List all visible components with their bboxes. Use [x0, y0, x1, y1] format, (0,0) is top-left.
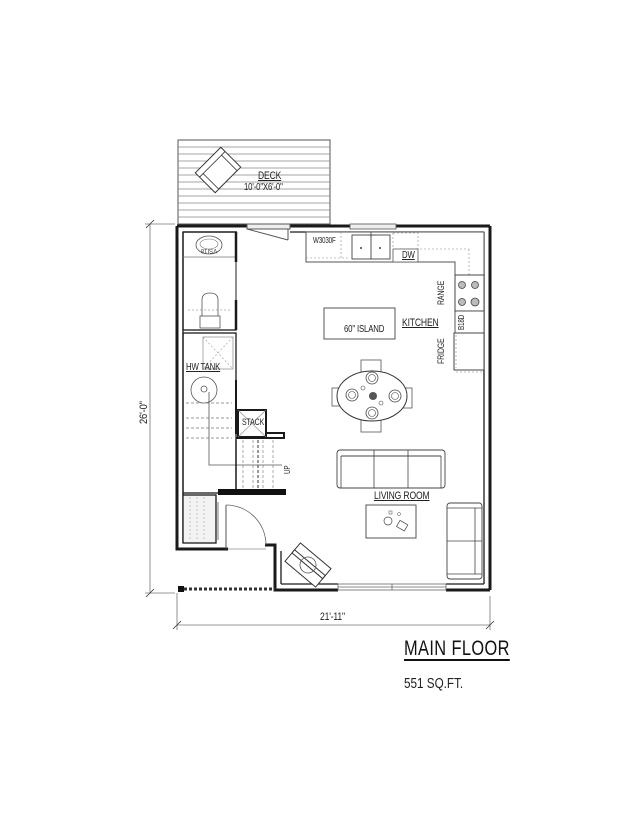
sofa-icon: [336, 449, 446, 489]
kitchen-island: [323, 307, 396, 340]
sliding-door: [337, 583, 447, 591]
entry-closet: [182, 494, 219, 544]
front-step: [178, 586, 275, 592]
deck-label: DECK: [258, 170, 282, 182]
hw-tank-label: HW TANK: [186, 362, 221, 373]
fridge-label: FRIDGE: [436, 338, 446, 364]
coffee-table-icon: [365, 504, 417, 539]
deck-chair-icon: [194, 146, 242, 194]
deck-size: 10'-0"X6'-0": [244, 182, 283, 193]
stack-label: STACK: [242, 417, 265, 427]
stack-icon: [237, 409, 267, 438]
range-icon: [454, 274, 485, 312]
width-dimension: 21'-11": [320, 611, 345, 623]
dimension-lines: [145, 219, 495, 630]
deck: [177, 139, 331, 225]
island-label: 60" ISLAND: [344, 324, 385, 335]
hw-tank-icon: [190, 376, 218, 404]
kitchen-label: KITCHEN: [402, 317, 439, 329]
sink-icon: VSI18: [195, 235, 223, 255]
living-room-label: LIVING ROOM: [374, 490, 430, 502]
window-label: W3030F: [313, 236, 336, 245]
entry-chair-icon: [284, 542, 332, 588]
kitchen-counter: [305, 231, 485, 373]
range-label: RANGE: [436, 280, 446, 305]
kitchen-sink-icon: [351, 232, 391, 260]
svg-text:VSI18: VSI18: [200, 247, 217, 253]
deck-door: [246, 223, 291, 241]
fridge-icon: [453, 332, 485, 373]
plan-area: 551 SQ.FT.: [404, 675, 464, 692]
stair-area: [182, 332, 286, 495]
bathroom: VSI18: [182, 231, 238, 331]
stairs-up-label: UP: [283, 465, 292, 474]
dishwasher-label: DW: [402, 250, 415, 261]
toilet-icon: [188, 292, 232, 329]
dining-table-icon: [331, 359, 413, 433]
cabinet-label: B18D: [457, 315, 466, 330]
loveseat-icon: [446, 502, 483, 580]
height-dimension: 26'-0": [138, 401, 150, 424]
kitchen-window: [349, 223, 397, 230]
entry-door: [225, 504, 267, 550]
plan-title: MAIN FLOOR: [404, 637, 510, 660]
